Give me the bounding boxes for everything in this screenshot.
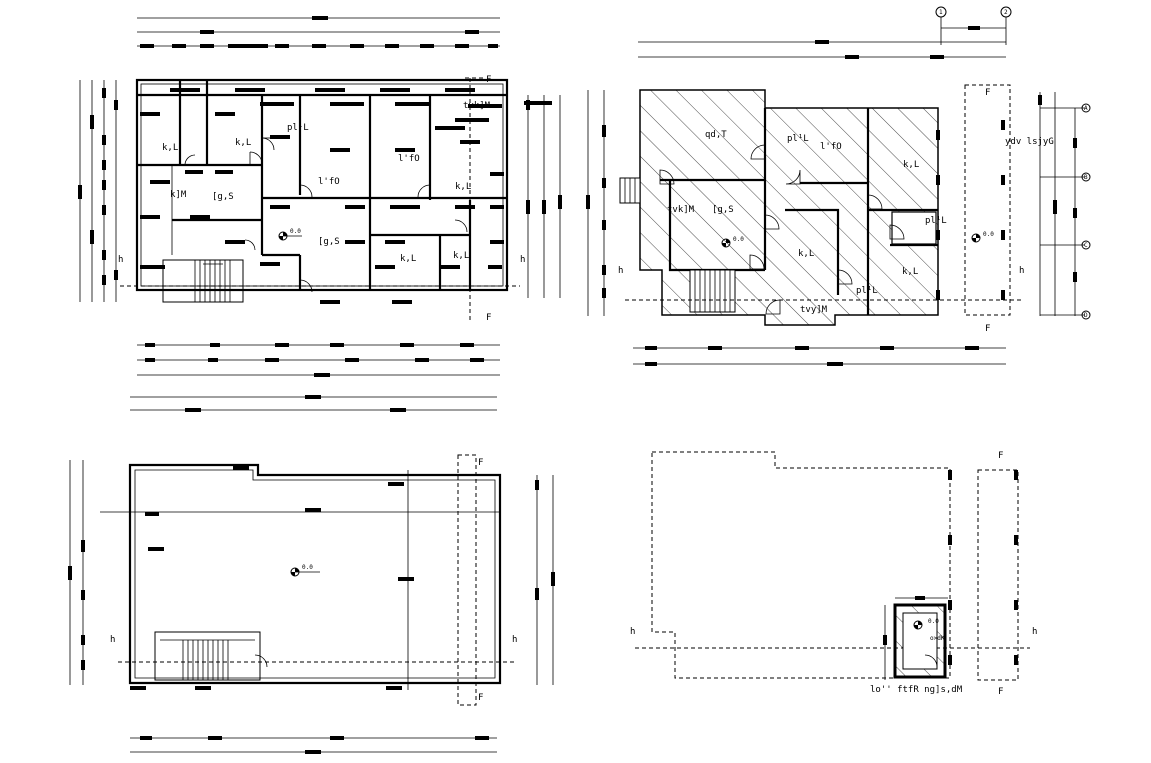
plan2-grid-b: B [1084,174,1088,181]
plan3-dimension-lines [68,454,555,754]
plan3-marker-h: h [110,635,115,645]
plan2-room-vk-m: tvk]M [667,205,695,215]
plan2-grid-1: 1 [939,9,943,16]
plan1-walls [135,78,509,292]
plan2-hatched-slab [619,89,939,326]
plan4-stair-room [883,596,948,680]
plan1-room-kl-4: k,L [400,254,416,264]
plan1-staircase [120,77,520,320]
plan1-level-mark: 0.0 [278,228,302,241]
plan1-room-gs-2: [g,S [318,237,340,247]
plan2-room-pl-2: pl¹L [925,216,947,226]
plan2-marker-f-top: F [985,88,990,98]
plan2-room-fo: l'fO [820,142,842,152]
plan4-marker-h: h [630,627,635,637]
plan1-room-kl-2: k,L [235,138,251,148]
plan1-dimension-bottom [130,343,500,412]
plan1-dimension-right [524,95,562,298]
plan3-marker-h-right: h [512,635,517,645]
plan1-room-pl-1: pl¹L [287,123,309,133]
plan-ground-floor: k,L k,L pl¹L tvk]M l'fO l'fO k,L k]M [g,… [78,16,562,412]
plan1-marker-f-top: F [486,75,491,85]
plan2-grid-2: 2 [1004,9,1008,16]
plan2-room-vy-m: tvy]M [800,305,828,315]
plan1-dimension-left [78,80,118,302]
plan2-room-pl-3: pl¹L [856,286,878,296]
plan2-room-pl-1: pl¹L [787,134,809,144]
plan-hatched-floor: 1 2 A B C D [586,6,1091,366]
plan2-grid-c: C [1084,242,1088,249]
plan4-marker-h-right: h [1032,627,1037,637]
plan2-dimension-right: A B C D [1038,92,1091,320]
plan4-marker-f-top: F [998,451,1003,461]
plan1-room-gs-1: [g,S [212,192,234,202]
plan2-dimension-bottom [633,346,1006,366]
plan1-level-value: 0.0 [290,228,301,235]
plan3-level-value: 0.0 [302,564,313,571]
plan1-marker-h-right: h [520,255,525,265]
plan2-grid-a: A [1084,105,1088,112]
plan2-room-qd-t: qd,T [705,130,727,140]
plan2-label-yd: ydv lsjyG [1005,137,1054,147]
plan1-room-kl-3: k,L [455,182,471,192]
plan1-room-kl-5: k,L [453,251,469,261]
plan2-marker-f-bottom: F [985,324,990,334]
plan4-room-label: o>dK [930,635,945,642]
plan1-room-kl-1: k,L [162,143,178,153]
plan2-room-kl-3: k,L [902,267,918,277]
plan2-marker-h: h [618,266,623,276]
plan2-level-value-a: 0.0 [733,236,744,243]
plan2-marker-h-right: h [1019,266,1024,276]
plan4-level-value: 0.0 [928,618,939,625]
plan1-room-fo-1: l'fO [318,177,340,187]
plan4-column-marks [948,470,1018,665]
plan2-dimension-left [586,90,606,316]
plan2-room-gs: [g,S [712,205,734,215]
plan2-level-value-b: 0.0 [983,231,994,238]
plan1-column-marks [140,88,504,304]
plan2-dashed-extent [625,84,1022,316]
plan3-staircase [154,631,268,681]
plan2-doors [659,144,905,315]
plan2-room-kl-1: k,L [903,160,919,170]
plan1-room-km-1: k]M [170,190,187,200]
plan3-marker-f-bottom: F [478,693,483,703]
plan1-marker-h: h [118,255,123,265]
plan2-room-kl-2: k,L [798,249,814,259]
plan4-level-mark: 0.0 [913,618,939,630]
plan1-marker-f-bottom: F [486,313,491,323]
plan3-walls [128,463,502,685]
plan2-level-marks: 0.0 0.0 [721,231,994,248]
plan1-room-vk-m: tvk]M [463,101,491,111]
plan2-grid-bubbles-top: 1 2 [638,6,1012,59]
plan1-room-fo-2: l'fO [398,154,420,164]
plan2-column-marks [936,120,1005,300]
plan3-marker-f-top: F [478,458,483,468]
plan3-level-mark: 0.0 [290,564,320,577]
plan4-dashed-outline [635,451,1030,681]
plan4-marker-f-bottom: F [998,687,1003,697]
plan-roof: 0.0 o>dK lo'' ftfR ng]s,dM h h F F [630,451,1037,697]
plan4-caption: lo'' ftfR ng]s,dM [870,685,963,695]
plan1-dimension-top [137,16,500,48]
plan1-doors [184,137,468,293]
plan2-grid-d: D [1084,312,1088,319]
plan-terrace: 0.0 h h F F [68,454,555,754]
